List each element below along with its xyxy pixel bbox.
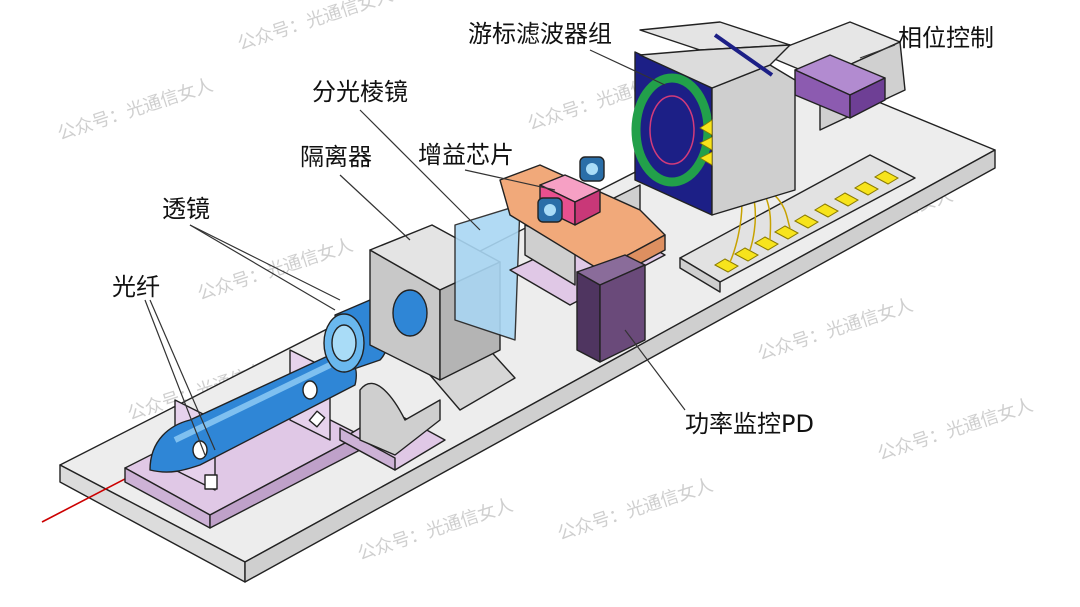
electrode-board [679, 139, 916, 293]
label-gain-chip: 增益芯片 [418, 141, 514, 169]
watermark: 公众号：光通信女人 [235, 0, 396, 55]
label-fiber: 光纤 [112, 273, 160, 301]
watermark: 公众号：光通信女人 [875, 395, 1036, 465]
micro-lens-pair [537, 156, 605, 223]
beam-splitter-prism [454, 204, 521, 341]
watermark: 公众号：光通信女人 [195, 235, 356, 305]
label-vernier-filters: 游标滤波器组 [468, 20, 612, 48]
watermark: 公众号：光通信女人 [555, 475, 716, 545]
watermark: 公众号：光通信女人 [755, 295, 916, 365]
vernier-filter-group [631, 21, 796, 216]
label-power-monitor: 功率监控PD [685, 410, 814, 438]
label-lens: 透镜 [162, 195, 210, 223]
leader-lines [144, 44, 896, 456]
label-isolator: 隔离器 [300, 143, 372, 171]
lens-mount [339, 382, 446, 471]
power-monitor-pd [576, 254, 646, 363]
watermark: 公众号：光通信女人 [55, 75, 216, 145]
label-beam-splitter: 分光棱镜 [312, 78, 408, 106]
phase-control [764, 21, 906, 131]
label-phase-control: 相位控制 [898, 24, 994, 52]
